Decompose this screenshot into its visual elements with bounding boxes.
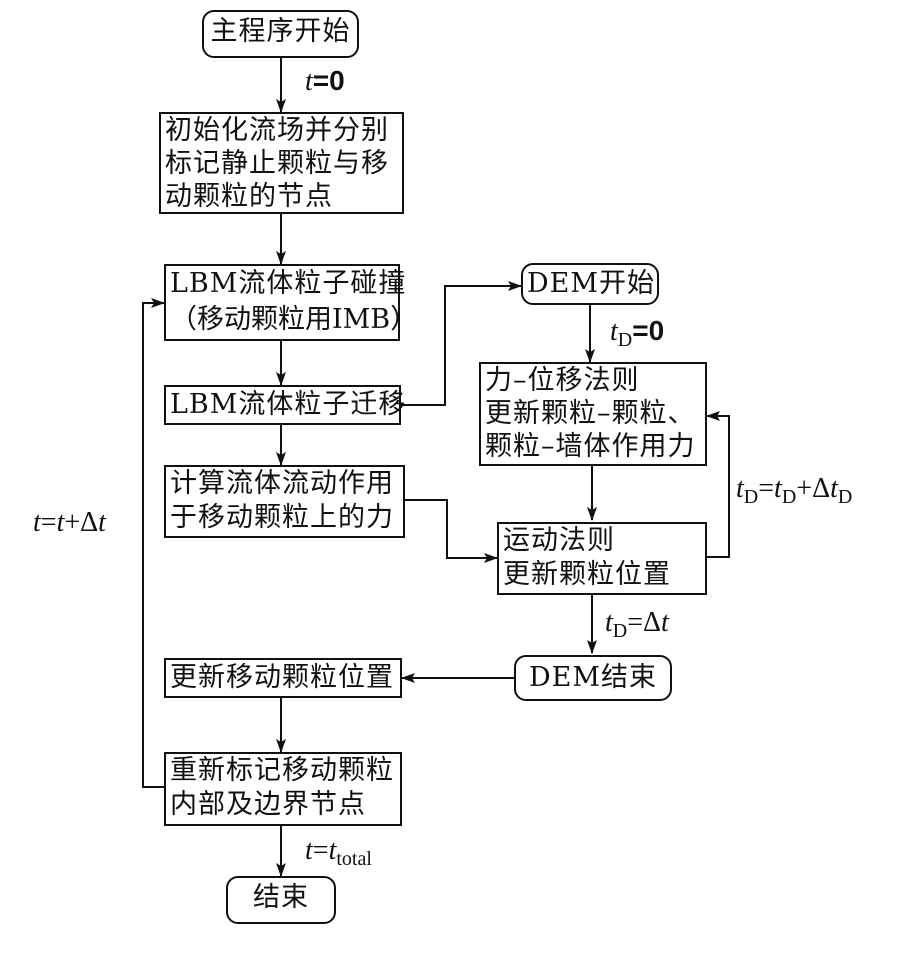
node-text: LBM流体粒子迁移 <box>170 389 407 420</box>
node-text: 计算流体流动作用 <box>170 468 394 499</box>
node-text: DEM结束 <box>528 662 657 693</box>
label-var: t <box>33 507 41 538</box>
node-text: 内部及边界节点 <box>170 789 366 820</box>
label-sub: total <box>336 848 372 870</box>
label-var: t <box>774 473 782 504</box>
node-text: 更新移动颗粒位置 <box>170 662 394 693</box>
label-eq: = <box>632 315 649 346</box>
label-t-update: t=t+Δt <box>33 508 106 538</box>
label-value: 0 <box>648 315 665 346</box>
node-text: 更新颗粒位置 <box>503 559 671 590</box>
edge-loop-back <box>142 298 165 788</box>
label-sub: D <box>837 486 853 508</box>
node-text: （移动颗粒用IMB） <box>170 304 418 335</box>
dem-start-node: DEM开始 <box>521 263 659 305</box>
label-td-update: tD=tD+ΔtD <box>736 474 852 512</box>
label-delta: Δ <box>80 507 99 538</box>
label-sub: D <box>743 486 759 508</box>
edge-force-to-motion <box>405 499 498 563</box>
lbm-streaming-node: LBM流体粒子迁移 <box>164 385 407 425</box>
remark-nodes-node: 重新标记移动颗粒 内部及边界节点 <box>164 752 402 826</box>
edge-motion-loop <box>706 411 730 558</box>
label-eq: = <box>40 507 57 538</box>
node-text: 颗粒–墙体作用力 <box>485 431 696 462</box>
label-var: t <box>661 607 669 638</box>
label-t-init: t=0 <box>305 66 345 97</box>
end-node: 结束 <box>226 876 336 924</box>
label-var: t <box>305 835 313 866</box>
node-text: 结束 <box>253 882 309 913</box>
label-eq: = <box>758 473 775 504</box>
node-text: 标记静止颗粒与移 <box>165 148 389 179</box>
label-delta: Δ <box>812 473 831 504</box>
label-var: t <box>98 507 106 538</box>
node-text: LBM流体粒子碰撞 <box>170 268 407 299</box>
dem-end-node: DEM结束 <box>514 655 672 701</box>
label-eq: = <box>312 835 329 866</box>
label-var: t <box>610 316 618 347</box>
node-text: 主程序开始 <box>210 16 351 47</box>
label-delta: Δ <box>643 607 662 638</box>
node-text: 重新标记移动颗粒 <box>170 755 394 786</box>
node-text: 更新颗粒–颗粒、 <box>485 398 696 429</box>
label-var: t <box>328 835 337 866</box>
motion-law-node: 运动法则 更新颗粒位置 <box>497 522 707 595</box>
node-text: 力–位移法则 <box>485 365 640 396</box>
label-sub: D <box>617 329 633 351</box>
label-var: t <box>305 66 313 97</box>
main-start-node: 主程序开始 <box>202 10 359 58</box>
label-t-total: t=ttotal <box>305 836 372 874</box>
node-text: 初始化流场并分别 <box>165 115 389 146</box>
lbm-collision-node: LBM流体粒子碰撞 （移动颗粒用IMB） <box>164 264 418 341</box>
node-text: 动颗粒的节点 <box>165 181 333 212</box>
force-displacement-node: 力–位移法则 更新颗粒–颗粒、 颗粒–墙体作用力 <box>479 362 707 466</box>
label-plus: + <box>64 507 81 538</box>
node-text: 于移动颗粒上的力 <box>170 502 394 533</box>
label-value: 0 <box>329 65 345 96</box>
label-td-end: tD=Δt <box>605 608 669 646</box>
label-plus: + <box>796 473 813 504</box>
label-eq: = <box>312 65 330 96</box>
label-var: t <box>830 473 838 504</box>
node-text: DEM开始 <box>527 268 656 299</box>
node-text: 运动法则 <box>503 525 615 556</box>
compute-force-node: 计算流体流动作用 于移动颗粒上的力 <box>164 465 405 538</box>
label-sub: D <box>612 620 628 642</box>
label-eq: = <box>627 607 644 638</box>
update-position-node: 更新移动颗粒位置 <box>164 658 402 698</box>
label-td-init: tD=0 <box>610 316 664 355</box>
label-var: t <box>736 473 744 504</box>
label-sub: D <box>781 486 797 508</box>
label-var: t <box>605 607 613 638</box>
label-var: t <box>56 507 65 538</box>
init-node: 初始化流场并分别 标记静止颗粒与移 动颗粒的节点 <box>159 112 404 214</box>
edge-streaming-to-dem-start <box>401 281 522 406</box>
